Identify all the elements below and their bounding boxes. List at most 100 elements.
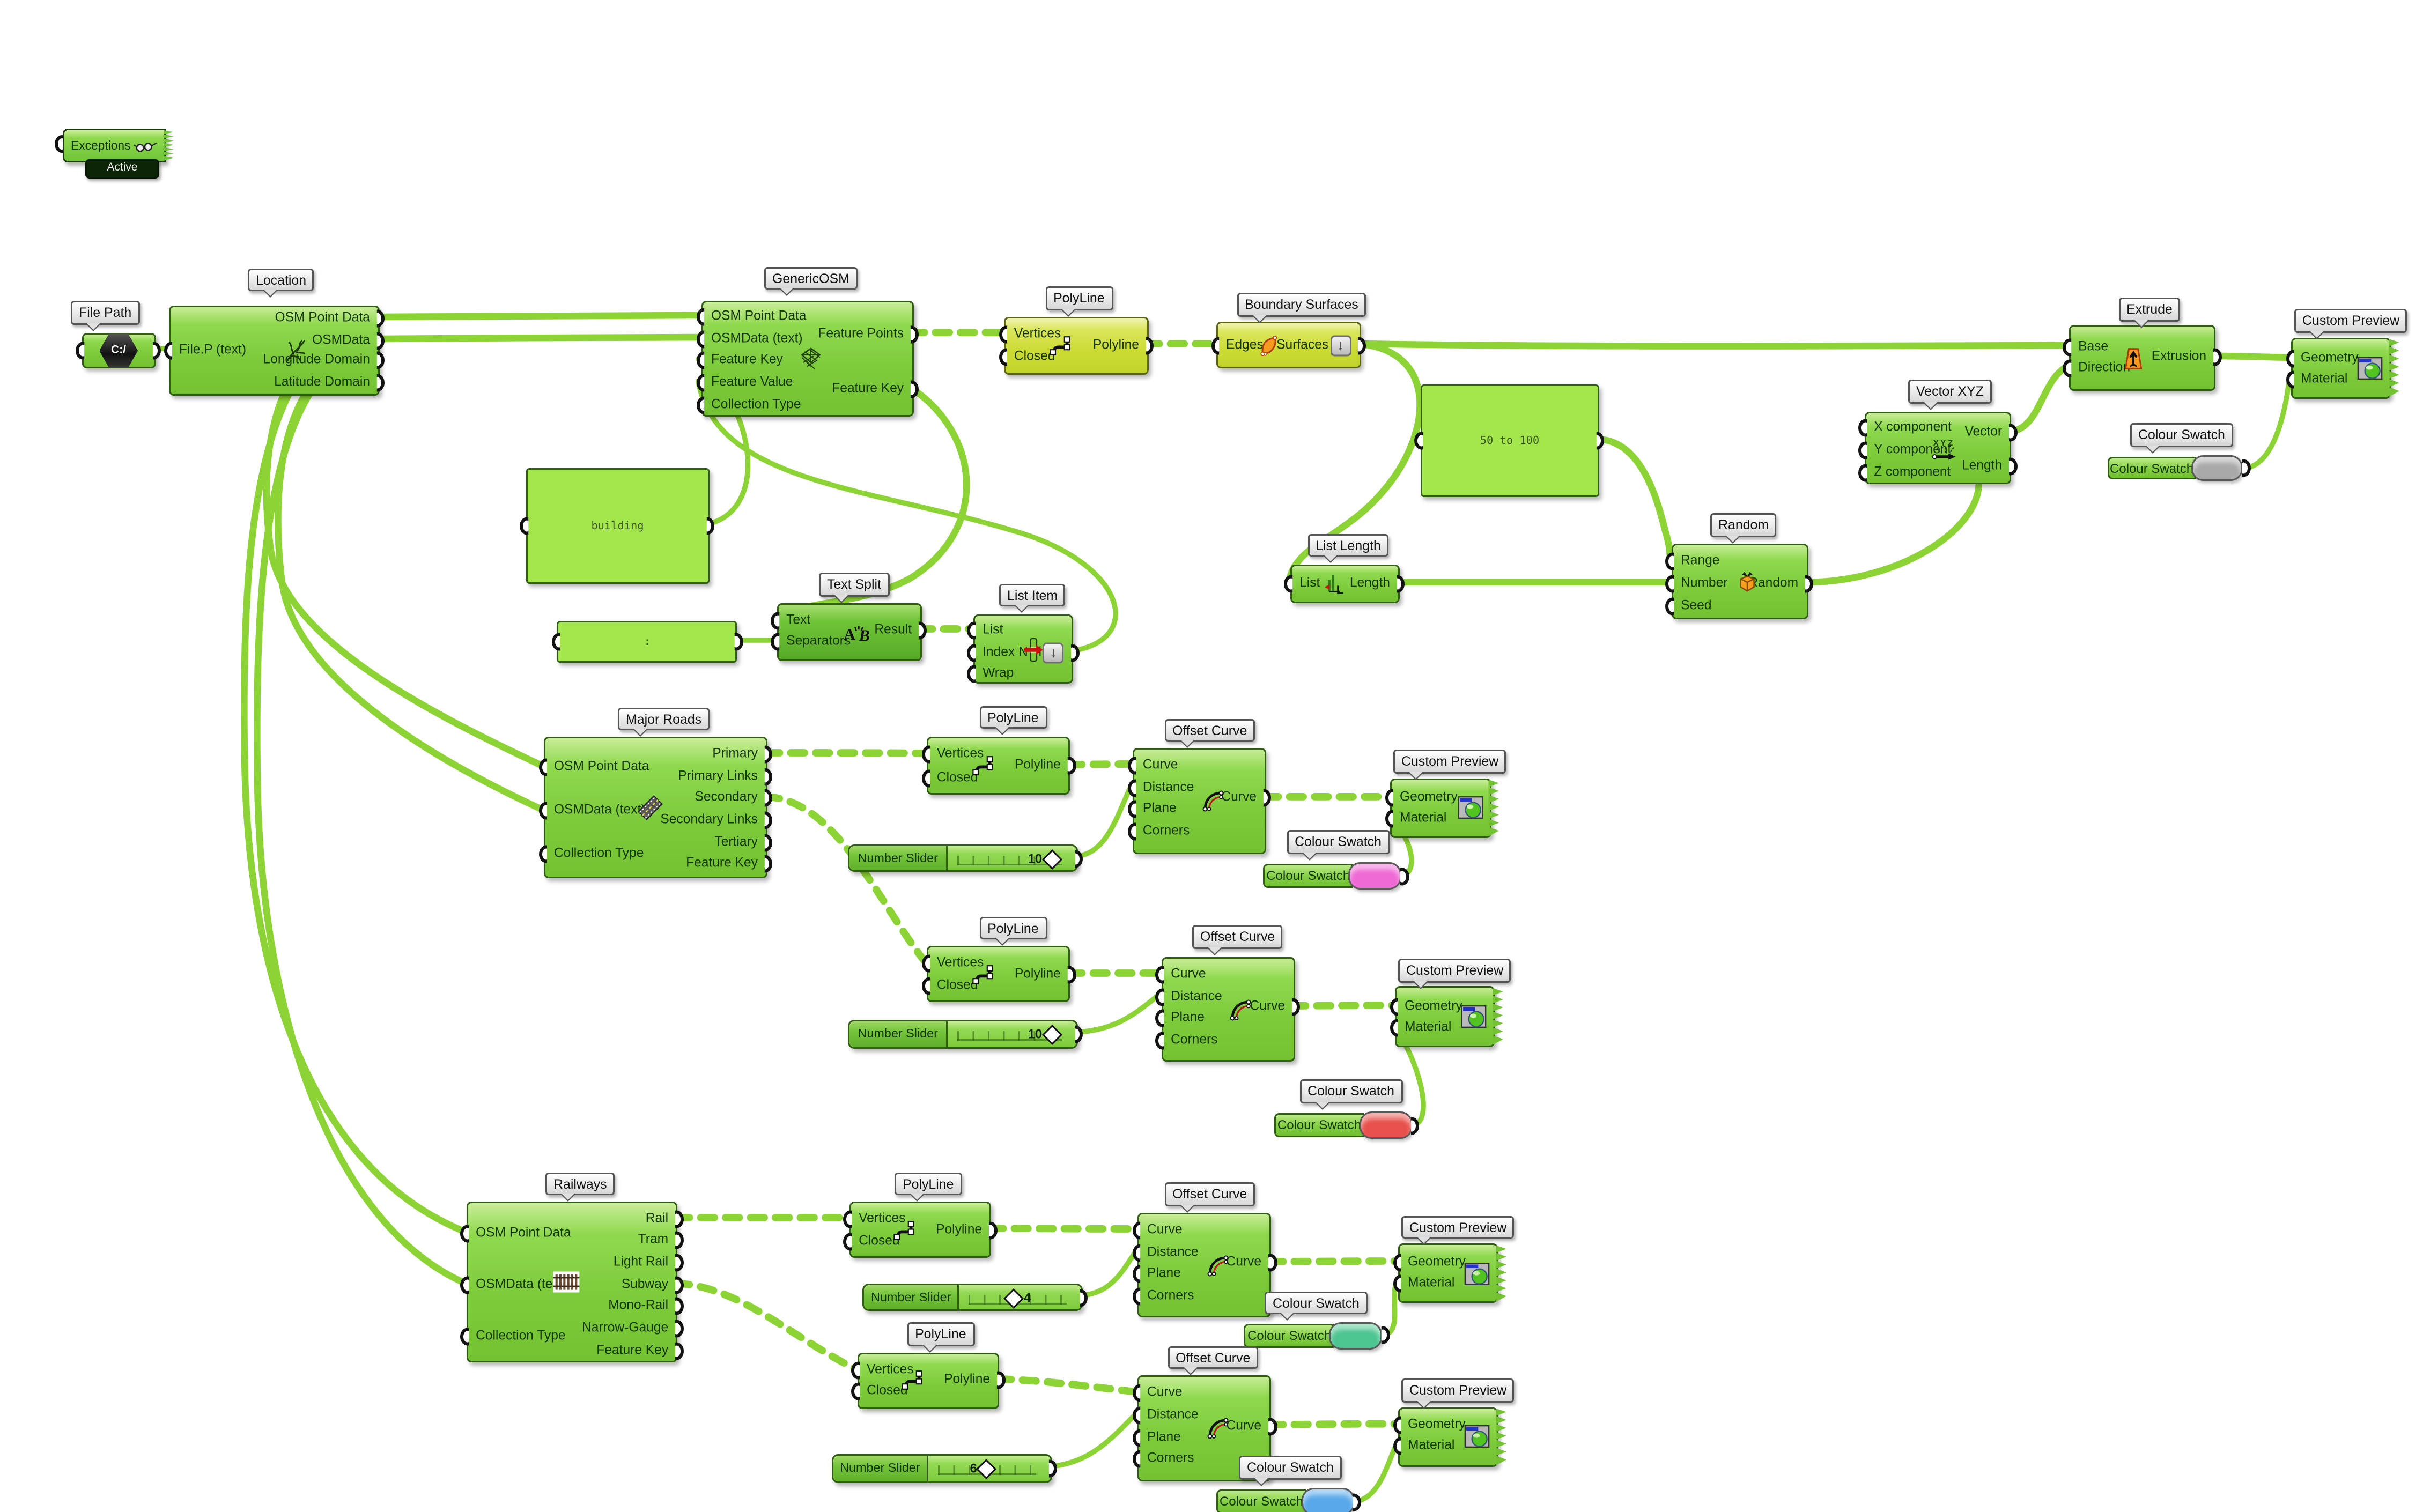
output-port-major-roads[interactable]: [764, 811, 773, 829]
output-port-railways[interactable]: [675, 1276, 684, 1294]
output-port-railways[interactable]: [675, 1298, 684, 1316]
input-port-generic-osm[interactable]: [696, 396, 705, 414]
input-port-offset-curve-roads-primary[interactable]: [1127, 757, 1136, 775]
input-port-polyline-buildings[interactable]: [999, 325, 1008, 343]
input-port-text-split[interactable]: [771, 612, 780, 631]
input-port-custom-preview-roads-secondary[interactable]: [1389, 998, 1398, 1016]
output-port-vector-xyz[interactable]: [2008, 424, 2018, 442]
input-port-polyline-subway[interactable]: [851, 1383, 860, 1401]
output-port-railways[interactable]: [675, 1210, 684, 1228]
input-port-major-roads[interactable]: [538, 802, 548, 820]
output-port-major-roads[interactable]: [764, 745, 773, 764]
input-port-random[interactable]: [1665, 553, 1674, 571]
slider-output-port[interactable]: [1075, 849, 1084, 868]
slider-output-port[interactable]: [1080, 1288, 1089, 1307]
input-port-offset-curve-subway[interactable]: [1132, 1450, 1141, 1469]
input-port-boundary-surfaces[interactable]: [1210, 336, 1220, 354]
output-port-generic-osm[interactable]: [910, 325, 919, 343]
input-port-custom-preview-subway[interactable]: [1392, 1417, 1401, 1435]
output-port-offset-curve-subway[interactable]: [1268, 1417, 1277, 1435]
output-port-polyline-roads-primary[interactable]: [1067, 757, 1076, 775]
output-port-polyline-roads-secondary[interactable]: [1067, 966, 1076, 984]
output-port-location[interactable]: [376, 352, 386, 370]
input-port-vector-xyz[interactable]: [1858, 463, 1867, 481]
output-port-offset-curve-roads-primary[interactable]: [1263, 789, 1272, 807]
swatch-color[interactable]: [2191, 455, 2244, 482]
output-port-railways[interactable]: [675, 1232, 684, 1250]
panel-panel-building[interactable]: building: [520, 468, 715, 584]
input-port-polyline-roads-primary[interactable]: [921, 769, 930, 787]
input-port-railways[interactable]: [460, 1327, 469, 1345]
node-colour-swatch-roads-primary[interactable]: Colour Swatch: [1263, 862, 1409, 890]
input-port-list-item[interactable]: [967, 621, 976, 640]
input-port-offset-curve-roads-primary[interactable]: [1127, 779, 1136, 797]
output-port-location[interactable]: [376, 309, 386, 328]
panel-input-port[interactable]: [551, 633, 560, 651]
input-port-offset-curve-roads-primary[interactable]: [1127, 801, 1136, 819]
panel-output-port[interactable]: [1596, 432, 1605, 450]
input-port-railways[interactable]: [460, 1276, 469, 1294]
input-port-offset-curve-rail[interactable]: [1132, 1243, 1141, 1262]
input-port-polyline-roads-primary[interactable]: [921, 746, 930, 764]
input-port-random[interactable]: [1665, 575, 1674, 593]
output-port-list-length[interactable]: [1397, 575, 1406, 593]
input-port-extrude[interactable]: [2063, 360, 2072, 378]
input-port-custom-preview-roads-primary[interactable]: [1384, 810, 1393, 828]
input-port-offset-curve-rail[interactable]: [1132, 1221, 1141, 1240]
input-port-generic-osm[interactable]: [696, 374, 705, 392]
output-port-polyline-buildings[interactable]: [1146, 336, 1155, 354]
input-port-custom-preview-rail[interactable]: [1392, 1254, 1401, 1272]
output-port-list-item[interactable]: [1070, 643, 1080, 662]
swatch-color[interactable]: [1359, 1111, 1413, 1139]
input-port-polyline-rail[interactable]: [843, 1210, 852, 1228]
input-port-offset-curve-rail[interactable]: [1132, 1287, 1141, 1306]
input-port-custom-preview-extrusion[interactable]: [2285, 370, 2294, 389]
swatch-output-port[interactable]: [1400, 867, 1409, 885]
input-port-major-roads[interactable]: [538, 758, 548, 776]
panel-input-port[interactable]: [520, 516, 529, 535]
swatch-output-port[interactable]: [1410, 1116, 1420, 1135]
output-port-random[interactable]: [1805, 575, 1814, 593]
input-port-railways[interactable]: [460, 1224, 469, 1242]
input-port-polyline-buildings[interactable]: [999, 349, 1008, 367]
output-port-railways[interactable]: [675, 1341, 684, 1360]
input-port-custom-preview-roads-secondary[interactable]: [1389, 1018, 1398, 1036]
input-port-polyline-roads-secondary[interactable]: [921, 954, 930, 973]
output-port-polyline-rail[interactable]: [988, 1221, 998, 1239]
input-port-offset-curve-roads-secondary[interactable]: [1155, 1010, 1164, 1028]
input-port-offset-curve-subway[interactable]: [1132, 1428, 1141, 1447]
node-file-path[interactable]: C:/: [76, 332, 161, 369]
output-port-major-roads[interactable]: [764, 789, 773, 807]
panel-panel-separator[interactable]: :: [551, 621, 743, 662]
output-port-offset-curve-roads-secondary[interactable]: [1291, 998, 1301, 1017]
panel-output-port[interactable]: [734, 633, 743, 651]
exceptions-input-port[interactable]: [55, 135, 63, 153]
input-port-polyline-subway[interactable]: [851, 1361, 860, 1379]
input-port-file-path[interactable]: [76, 341, 85, 359]
input-port-vector-xyz[interactable]: [1858, 419, 1867, 438]
output-port-major-roads[interactable]: [764, 833, 773, 851]
output-port-railways[interactable]: [675, 1320, 684, 1338]
panel-input-port[interactable]: [1414, 432, 1423, 450]
panel-panel-50-to-100[interactable]: 50 to 100: [1414, 384, 1605, 498]
output-port-location[interactable]: [376, 374, 386, 392]
